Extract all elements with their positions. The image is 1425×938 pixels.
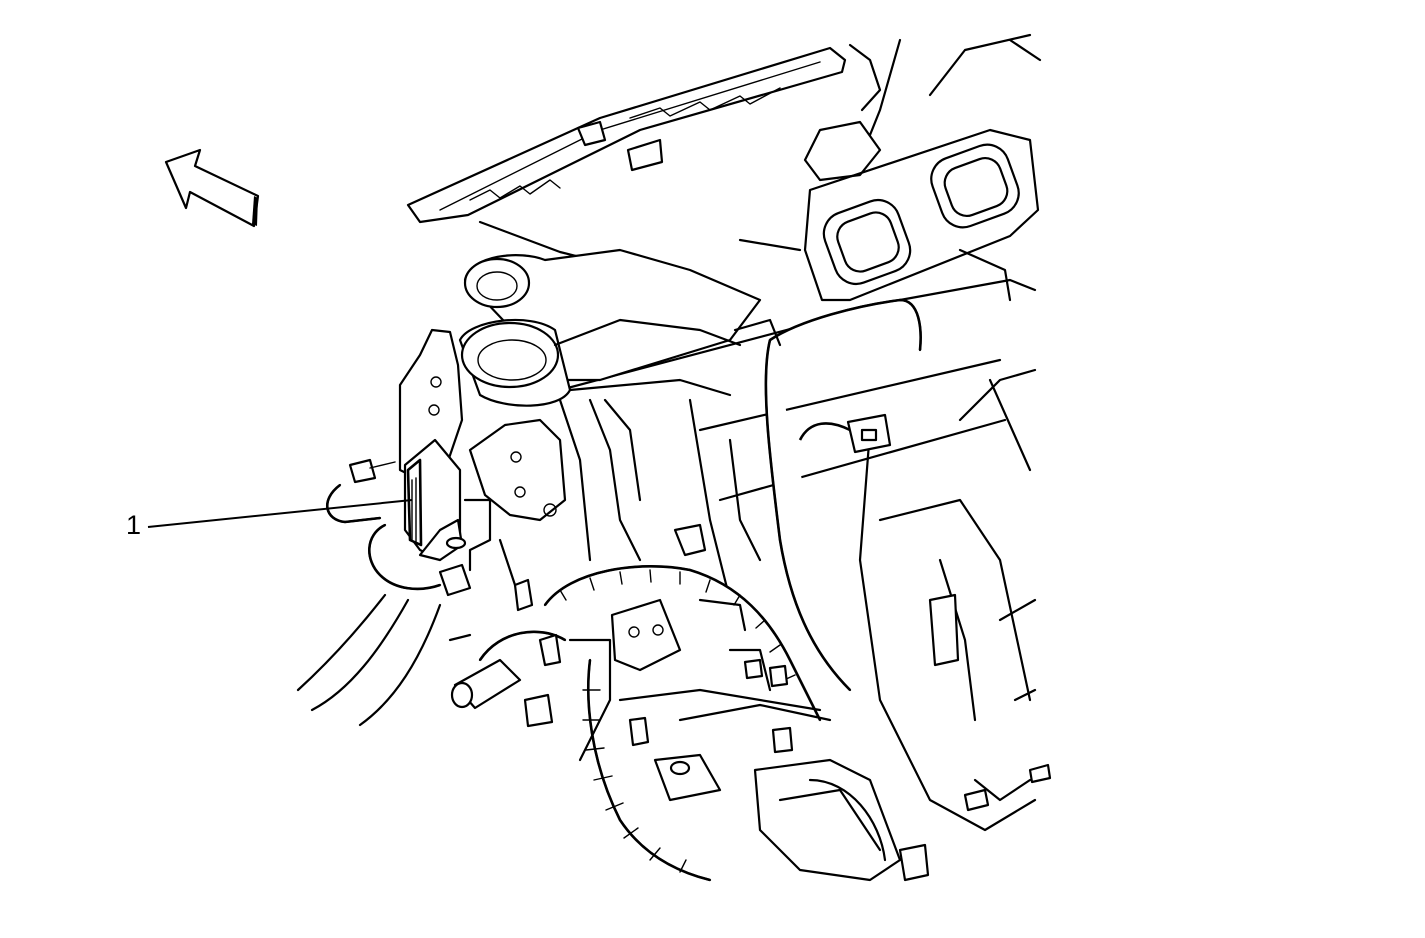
defroster-duct xyxy=(406,43,882,264)
air-outlet-duct xyxy=(803,33,1042,302)
lower-bracket xyxy=(568,523,930,882)
mode-door-actuator xyxy=(403,438,492,572)
hvac-case xyxy=(558,278,1052,832)
direction-arrow-icon xyxy=(164,148,260,228)
callout-1-leader xyxy=(147,499,413,528)
wiring-harness-center xyxy=(450,298,922,882)
housing-detail-lines xyxy=(448,238,1012,642)
wiring-harness-left xyxy=(296,458,472,727)
callout-label-1: 1 xyxy=(126,510,142,540)
inlet-tube xyxy=(458,248,762,407)
actuator-bracket xyxy=(398,328,567,522)
